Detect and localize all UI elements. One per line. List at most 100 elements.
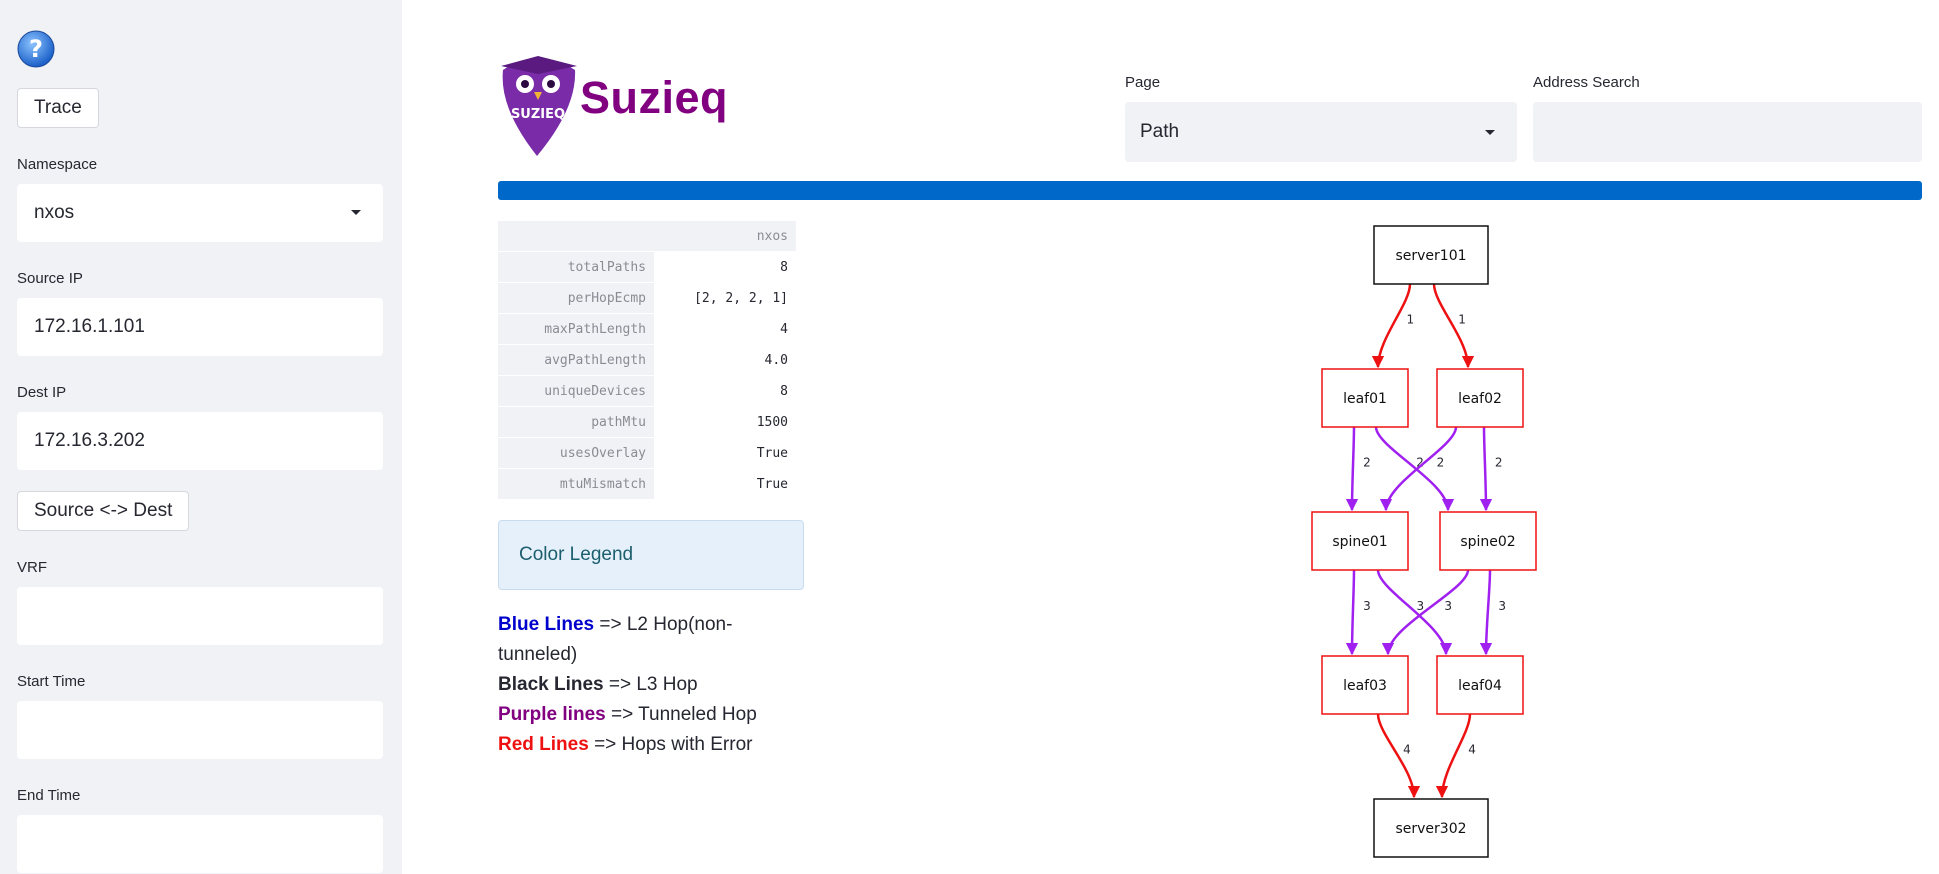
graph-edge (1376, 569, 1453, 656)
graph-edge (1479, 569, 1493, 656)
table-corner (498, 221, 654, 252)
end-time-input[interactable] (17, 815, 383, 873)
graph-node-spine01 (1311, 511, 1409, 571)
table-header-row: nxos (498, 221, 796, 252)
dest-ip-input[interactable]: 172.16.3.202 (17, 412, 383, 470)
graph-node-label: spine02 (1460, 534, 1515, 550)
suzieq-logo: SUZIEQ (501, 56, 577, 156)
page-select[interactable]: Path (1125, 102, 1517, 162)
row-key: perHopEcmp (498, 282, 654, 314)
graph-node-label: leaf01 (1343, 391, 1387, 407)
chevron-down-icon (351, 210, 361, 215)
legend-item-purple: Purple lines => Tunneled Hop (498, 700, 798, 730)
legend-purple-name: Purple lines (498, 704, 606, 725)
vrf-input[interactable] (17, 587, 383, 645)
graph-edge-label: 2 (1495, 456, 1503, 470)
sidebar: ? Trace Namespace nxos Source IP 172.16.… (0, 0, 402, 874)
graph-node-label: leaf03 (1343, 678, 1387, 694)
page-label: Page (1125, 74, 1161, 91)
start-time-label: Start Time (17, 673, 86, 690)
legend-blue-desc: => L2 Hop(non-tunneled) (498, 614, 733, 665)
dest-ip-label: Dest IP (17, 384, 67, 401)
row-key: usesOverlay (498, 437, 654, 469)
trace-button[interactable]: Trace (17, 88, 99, 128)
graph-edge (1374, 426, 1455, 512)
graph-edge (1381, 569, 1470, 656)
row-value: 4.0 (654, 344, 796, 376)
row-value: 8 (654, 375, 796, 407)
color-legend-title: Color Legend (498, 520, 804, 590)
source-ip-input[interactable]: 172.16.1.101 (17, 298, 383, 356)
logo-text: SUZIEQ (511, 107, 565, 122)
graph-edge (1432, 283, 1475, 369)
graph-edge (1376, 713, 1421, 799)
graph-edge-label: 2 (1437, 456, 1445, 470)
legend-blue-name: Blue Lines (498, 614, 595, 635)
graph-edge-label: 2 (1363, 456, 1371, 470)
graph-edge (1345, 426, 1359, 512)
graph-node-spine02 (1439, 511, 1537, 571)
table-row: perHopEcmp[2, 2, 2, 1] (498, 282, 796, 314)
graph-node-server101 (1373, 225, 1489, 285)
help-icon[interactable]: ? (17, 30, 55, 68)
legend-item-red: Red Lines => Hops with Error (498, 730, 798, 760)
end-time-label: End Time (17, 787, 81, 804)
graph-edge-label: 4 (1468, 743, 1476, 757)
chevron-down-icon (1485, 130, 1495, 135)
graph-node-label: leaf02 (1458, 391, 1502, 407)
help-icon-glyph: ? (29, 35, 43, 63)
legend-black-name: Black Lines (498, 674, 604, 695)
row-value: 8 (654, 251, 796, 283)
row-value: True (654, 468, 796, 500)
row-key: avgPathLength (498, 344, 654, 376)
brand-title: Suzieq (580, 72, 729, 123)
graph-edge-label: 3 (1444, 599, 1452, 613)
legend-item-black: Black Lines => L3 Hop (498, 670, 798, 700)
graph-edge (1379, 426, 1458, 512)
legend-red-name: Red Lines (498, 734, 589, 755)
address-search-label: Address Search (1533, 74, 1640, 91)
namespace-select[interactable]: nxos (17, 184, 383, 242)
graph-edge-label: 1 (1458, 313, 1466, 327)
namespace-label: Namespace (17, 156, 98, 173)
graph-edge (1435, 713, 1472, 799)
row-value: [2, 2, 2, 1] (654, 282, 796, 314)
row-key: pathMtu (498, 406, 654, 438)
graph-node-label: spine01 (1332, 534, 1387, 550)
start-time-input[interactable] (17, 701, 383, 759)
graph-edge (1345, 569, 1359, 656)
graph-edge-label: 3 (1363, 599, 1371, 613)
row-key: uniqueDevices (498, 375, 654, 407)
graph-node-label: server101 (1395, 248, 1466, 264)
graph-edge-label: 3 (1498, 599, 1506, 613)
graph-edge-label: 4 (1403, 743, 1411, 757)
row-value: 1500 (654, 406, 796, 438)
namespace-value: nxos (34, 202, 75, 223)
graph-node-leaf01 (1321, 368, 1409, 428)
graph-node-leaf03 (1321, 655, 1409, 715)
row-value: 4 (654, 313, 796, 345)
legend-black-desc: => L3 Hop (603, 674, 698, 695)
address-search-input[interactable] (1533, 102, 1922, 162)
row-key: mtuMismatch (498, 468, 654, 500)
swap-source-dest-button[interactable]: Source <-> Dest (17, 491, 190, 531)
legend-item-blue: Blue Lines => L2 Hop(non-tunneled) (498, 610, 798, 670)
vrf-label: VRF (17, 559, 47, 576)
legend-purple-desc: => Tunneled Hop (605, 704, 757, 725)
graph-edge-label: 1 (1407, 313, 1415, 327)
graph-node-leaf04 (1436, 655, 1524, 715)
table-column-header: nxos (654, 221, 796, 252)
legend-red-desc: => Hops with Error (588, 734, 753, 755)
graph-node-label: server302 (1395, 821, 1466, 837)
graph-node-label: leaf04 (1458, 678, 1502, 694)
graph-edge (1479, 426, 1493, 512)
graph-node-server302 (1373, 798, 1489, 858)
